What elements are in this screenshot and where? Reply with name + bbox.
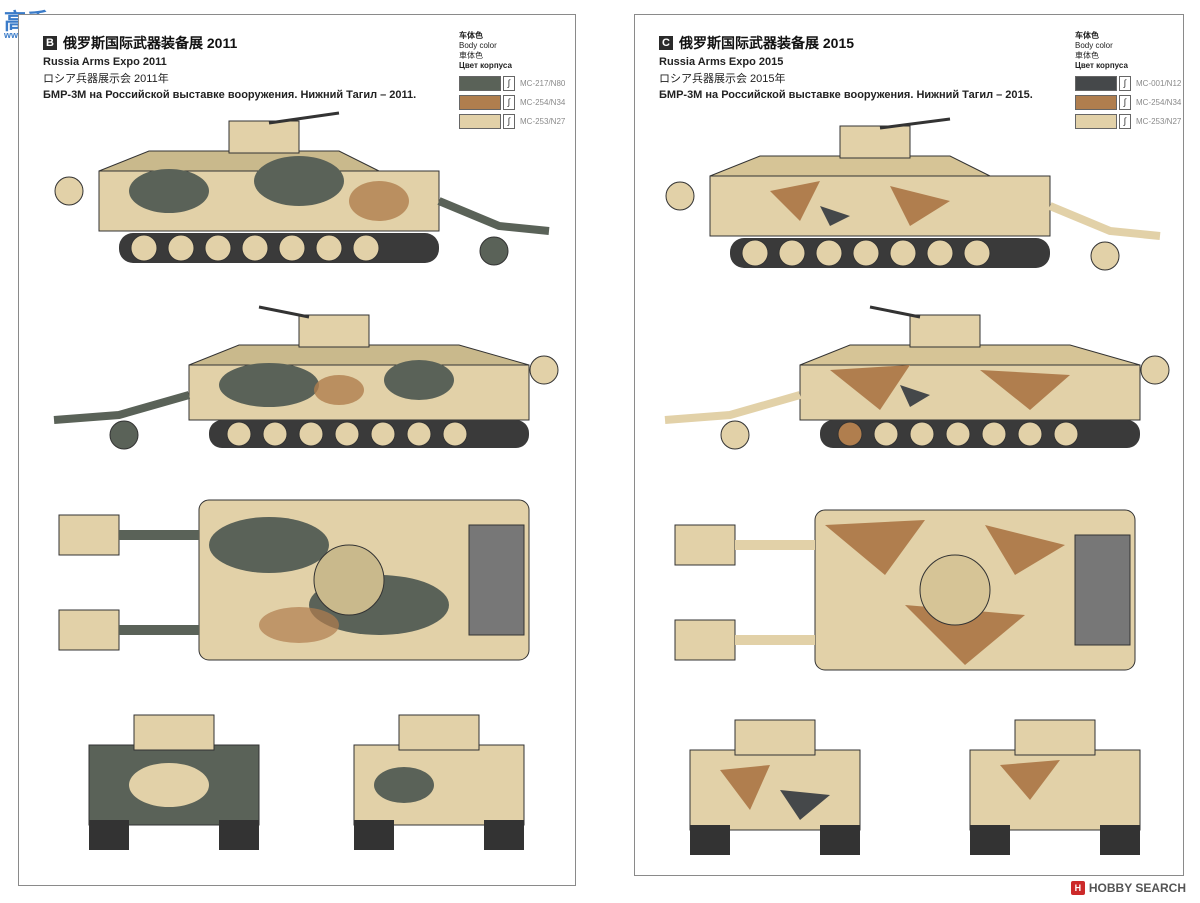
- brush-icon: ∫: [503, 75, 515, 91]
- swatch-row: ∫ MC-254/N34: [459, 94, 569, 110]
- color-swatch: [1075, 75, 1117, 91]
- title-english: Russia Arms Expo 2011: [43, 56, 167, 68]
- scheme-panel-b: B 俄罗斯国际武器装备展 2011 Russia Arms Expo 2011 …: [18, 14, 576, 886]
- swatch-code: MC-254/N34: [1136, 97, 1182, 107]
- brush-icon: ∫: [503, 113, 515, 129]
- swatch-row: ∫ MC-253/N27: [459, 113, 569, 129]
- swatch-code: MC-253/N27: [520, 116, 566, 126]
- title-japanese: ロシア兵器展示会 2011年: [43, 73, 169, 85]
- scheme-letter-badge: B: [43, 36, 57, 50]
- legend-jp: 車体色: [459, 51, 483, 60]
- swatch-code: MC-217/N80: [520, 78, 566, 88]
- color-legend: 车体色 Body color 車体色 Цвет корпуса ∫ MC-001…: [1075, 31, 1185, 132]
- legend-ru: Цвет корпуса: [1075, 61, 1128, 70]
- color-swatch: [1075, 113, 1117, 129]
- front-view-illustration: [689, 719, 861, 855]
- panel-header: C 俄罗斯国际武器装备展 2015 Russia Arms Expo 2015 …: [659, 33, 1159, 101]
- legend-cn: 车体色: [1075, 31, 1099, 40]
- legend-en: Body color: [1075, 41, 1113, 50]
- title-english: Russia Arms Expo 2015: [659, 56, 784, 68]
- scheme-letter-badge: C: [659, 36, 673, 50]
- watermark-bottom-text: HOBBY SEARCH: [1088, 881, 1186, 895]
- swatch-code: MC-254/N34: [520, 97, 566, 107]
- swatch-row: ∫ MC-253/N27: [1075, 113, 1185, 129]
- swatch-code: MC-001/N12: [1136, 78, 1182, 88]
- legend-en: Body color: [459, 41, 497, 50]
- legend-cn: 车体色: [459, 31, 483, 40]
- color-swatch: [459, 75, 501, 91]
- side-view-right-illustration: [54, 111, 550, 266]
- top-view-illustration: [674, 509, 1136, 671]
- side-view-right-illustration: [665, 117, 1161, 271]
- rear-view-illustration: [353, 714, 525, 850]
- brush-icon: ∫: [1119, 113, 1131, 129]
- rear-view-illustration: [969, 719, 1141, 855]
- title-russian: БМР-3М на Российской выставке вооружения…: [43, 89, 417, 101]
- front-view-illustration: [88, 714, 260, 850]
- title-russian: БМР-3М на Российской выставке вооружения…: [659, 89, 1033, 101]
- title-japanese: ロシア兵器展示会 2015年: [659, 73, 786, 85]
- swatch-row: ∫ MC-254/N34: [1075, 94, 1185, 110]
- brush-icon: ∫: [1119, 75, 1131, 91]
- swatch-row: ∫ MC-001/N12: [1075, 75, 1185, 91]
- panel-header: B 俄罗斯国际武器装备展 2011 Russia Arms Expo 2011 …: [43, 33, 543, 101]
- swatch-code: MC-253/N27: [1136, 116, 1182, 126]
- legend-ru: Цвет корпуса: [459, 61, 512, 70]
- side-view-left-illustration: [53, 305, 559, 450]
- legend-jp: 車体色: [1075, 51, 1099, 60]
- hobby-search-watermark: H HOBBY SEARCH: [1070, 881, 1186, 895]
- scheme-panel-c: C 俄罗斯国际武器装备展 2015 Russia Arms Expo 2015 …: [634, 14, 1184, 876]
- color-legend: 车体色 Body color 車体色 Цвет корпуса ∫ MC-217…: [459, 31, 569, 132]
- color-swatch: [459, 94, 501, 110]
- color-swatch: [1075, 94, 1117, 110]
- swatch-row: ∫ MC-217/N80: [459, 75, 569, 91]
- brush-icon: ∫: [503, 94, 515, 110]
- hobby-search-logo-icon: H: [1070, 881, 1085, 895]
- title-chinese: 俄罗斯国际武器装备展 2011: [63, 35, 238, 51]
- color-swatch: [459, 113, 501, 129]
- title-chinese: 俄罗斯国际武器装备展 2015: [679, 35, 855, 51]
- top-view-illustration: [58, 499, 530, 661]
- side-view-left-illustration: [664, 305, 1170, 450]
- brush-icon: ∫: [1119, 94, 1131, 110]
